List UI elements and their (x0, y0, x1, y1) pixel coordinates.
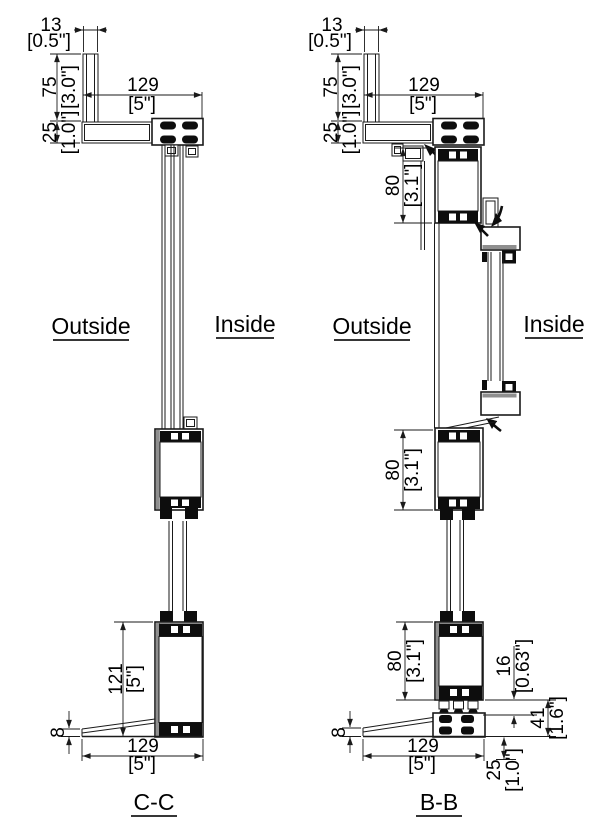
bb-vent-open-arrow-icon (491, 213, 502, 227)
dim-cc-head-height-mm: 25 (40, 122, 61, 143)
dim-bb-head-height-inch: [1.0"] (340, 111, 361, 155)
dim-cc-fin-height: 75 [3.0"] (40, 53, 81, 122)
dim-cc-head-height-inch: [1.0"] (59, 111, 80, 155)
dim-bb-sill-lip-mm: 8 (329, 727, 350, 738)
bb-section-title: B-B (420, 789, 458, 815)
cc-dimensions: 13 [0.5"] 75 [3.0"] 25 [1.0"] 129 [5"] (27, 15, 204, 775)
dim-bb-base-width-mm: 129 (407, 736, 439, 757)
cc-transom-profile (154, 428, 204, 519)
cc-inside-label: Inside (214, 311, 275, 337)
dim-bb-base-offset: 25 [1.0"] (484, 737, 524, 792)
cc-parapet-fin (82, 53, 99, 123)
dim-bb-head-width-inch: [5"] (409, 94, 437, 115)
section-cc: 13 [0.5"] 75 [3.0"] 25 [1.0"] 129 [5"] (27, 15, 276, 817)
dim-bb-head-height: 25 [1.0"] (321, 111, 361, 155)
dim-cc-base-width-inch: [5"] (128, 754, 156, 775)
dim-bb-vent-sill-frame-mm: 80 (383, 459, 404, 480)
dim-bb-vent-head-frame-inch: [3.1"] (402, 164, 423, 208)
dim-cc-sill-height-inch: [5"] (124, 665, 145, 693)
dim-bb-hook-height: 16 [0.63"] (483, 639, 556, 728)
dim-bb-bottom-frame-inch: [3.1"] (404, 639, 425, 683)
dim-cc-sill-lip: 8 (48, 711, 80, 754)
dim-bb-sill-profile-height: 41 [1.6"] (485, 696, 568, 740)
bb-vent-top-drainage-arrow-icon (474, 222, 485, 233)
dim-cc-sill-height: 121 [5"] (106, 621, 153, 736)
dim-bb-bottom-frame: 80 [3.1"] (385, 621, 435, 701)
dim-cc-fin-width-inch: [0.5"] (27, 31, 71, 52)
bb-head-profile (362, 117, 485, 162)
dim-bb-head-width: 129 [5"] (364, 75, 484, 118)
dim-cc-base-width: 129 [5"] (81, 736, 204, 775)
bb-vent-bottom-drainage-arrow-icon (486, 418, 497, 429)
dim-cc-head-height: 25 [1.0"] (40, 111, 80, 155)
dim-cc-head-width-mm: 129 (127, 75, 159, 96)
bb-dimensions: 13 [0.5"] 75 [3.0"] 25 [1.0"] 129 [5"] (308, 15, 568, 792)
cc-head-profile (81, 117, 204, 158)
bb-parapet-fin (363, 53, 380, 123)
dim-bb-fin-height-inch: [3.0"] (340, 65, 361, 109)
bb-vent-head-transom (420, 146, 482, 428)
dim-bb-fin-height: 75 [3.0"] (321, 53, 362, 122)
bb-outside-label: Outside (332, 313, 411, 339)
dim-bb-fin-height-mm: 75 (321, 76, 342, 97)
section-bb: 13 [0.5"] 75 [3.0"] 25 [1.0"] 129 [5"] (308, 15, 585, 817)
dim-cc-fin-height-mm: 75 (40, 76, 61, 97)
dim-cc-base-width-mm: 129 (127, 736, 159, 757)
dim-cc-head-width-inch: [5"] (128, 94, 156, 115)
cc-outside-label: Outside (51, 313, 130, 339)
dim-cc-sill-lip-mm: 8 (48, 727, 69, 738)
dim-bb-fin-width: 13 [0.5"] (308, 15, 388, 52)
dim-bb-vent-sill-frame: 80 [3.1"] (383, 429, 433, 511)
dim-bb-base-offset-mm: 25 (484, 759, 505, 780)
cc-sill-profile (81, 611, 204, 738)
dim-bb-sill-profile-mm: 41 (528, 707, 549, 728)
dim-bb-vent-head-frame-mm: 80 (383, 175, 404, 196)
dim-bb-hook-height-inch: [0.63"] (513, 639, 534, 693)
bb-vent-sash (435, 197, 521, 435)
dim-bb-head-height-mm: 25 (321, 122, 342, 143)
dim-bb-vent-head-frame: 80 [3.1"] (383, 147, 432, 224)
dim-cc-head-width: 129 [5"] (83, 75, 203, 118)
dim-bb-base-offset-inch: [1.0"] (503, 748, 524, 792)
bb-sill-profile (362, 712, 486, 738)
dim-cc-fin-width: 13 [0.5"] (27, 15, 107, 52)
cc-lower-glazing (168, 521, 187, 611)
dim-bb-sill-lip: 8 (329, 711, 361, 753)
dim-bb-vent-sill-frame-inch: [3.1"] (402, 448, 423, 492)
dim-cc-sill-height-mm: 121 (106, 663, 127, 695)
dim-cc-fin-height-inch: [3.0"] (59, 65, 80, 109)
dim-bb-head-width-mm: 129 (408, 75, 440, 96)
bb-vent-sill-transom (434, 427, 484, 520)
dim-cc-fin-width-mm: 13 (40, 15, 61, 36)
dim-bb-fin-width-inch: [0.5"] (308, 31, 352, 52)
dim-bb-fin-width-mm: 13 (321, 15, 342, 36)
cc-upper-glazing (161, 145, 198, 430)
bb-lower-glazing (446, 520, 464, 611)
bb-inside-label: Inside (523, 311, 584, 337)
dim-bb-base-width: 129 [5"] (362, 736, 485, 775)
dim-bb-hook-height-mm: 16 (494, 655, 515, 676)
dim-bb-bottom-frame-mm: 80 (385, 650, 406, 671)
dim-bb-base-width-inch: [5"] (408, 754, 436, 775)
bb-bottom-frame (434, 611, 484, 701)
dim-bb-sill-profile-inch: [1.6"] (547, 696, 568, 740)
cc-section-title: C-C (134, 789, 175, 815)
